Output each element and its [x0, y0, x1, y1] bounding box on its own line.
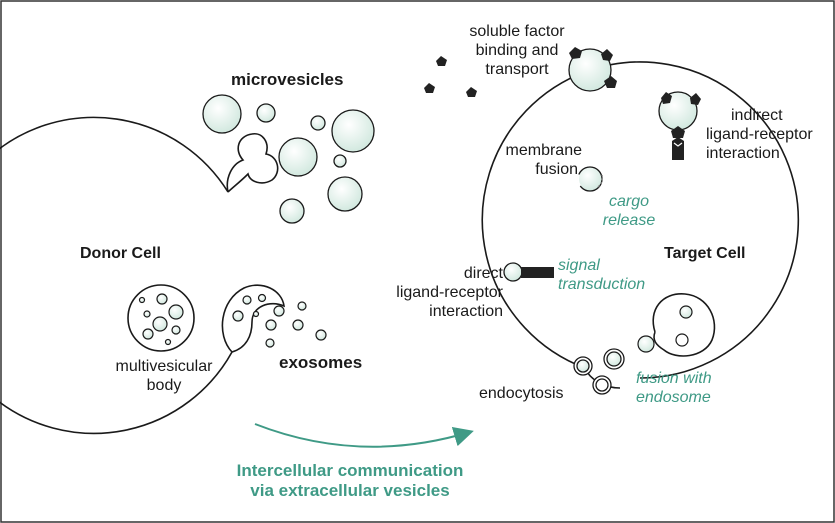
membrane-fusion-label: membrane fusion	[500, 141, 582, 179]
soluble-factors	[424, 56, 477, 97]
signal-transduction-line-2: transduction	[558, 276, 646, 293]
indirect-line-3: interaction	[706, 145, 780, 162]
soluble-factor-label: soluble factor binding and transport	[447, 22, 587, 79]
caption: Intercellular communication via extracel…	[200, 461, 500, 501]
soluble-factor-line-2: binding and	[475, 42, 559, 59]
donor-cell-label: Donor Cell	[80, 245, 161, 262]
donor-cell-membrane	[0, 116, 233, 435]
soluble-factor-vesicle	[568, 47, 617, 92]
exosomes-label: exosomes	[279, 353, 363, 372]
cargo-release-line-2: release	[602, 212, 656, 229]
direct-line-2: ligand-receptor	[396, 284, 503, 301]
endocytosis-vesicles	[573, 348, 625, 395]
direct-line-1: direct	[463, 265, 503, 282]
exosome-pocket	[221, 284, 285, 353]
communication-arrow	[254, 423, 474, 448]
membrane-fusion-vesicle	[577, 166, 603, 192]
soluble-factor-line-3: transport	[485, 61, 549, 78]
target-cell-label: Target Cell	[664, 245, 746, 262]
mvb-vesicles	[138, 293, 184, 346]
caption-line-2: via extracellular vesicles	[250, 481, 450, 500]
endocytosis-label: endocytosis	[479, 385, 564, 402]
membrane-fusion-line-1: membrane	[505, 142, 582, 159]
endosome-vesicles	[637, 305, 693, 353]
membrane-fusion-line-2: fusion	[535, 161, 578, 178]
endosome	[652, 293, 716, 357]
indirect-receptor	[658, 91, 701, 160]
cargo-release-label: cargo release	[594, 192, 664, 230]
indirect-line-1: indirect	[731, 107, 783, 124]
multivesicular-line-1: multivesicular	[115, 358, 213, 375]
target-cell-membrane	[481, 61, 800, 379]
caption-line-1: Intercellular communication	[236, 461, 464, 480]
exosome-vesicles	[232, 293, 327, 348]
microvesicles	[202, 94, 375, 224]
signal-transduction-label: signal transduction	[558, 256, 645, 294]
indirect-label: indirect ligand-receptor interaction	[706, 106, 813, 163]
budding-membrane	[226, 132, 279, 193]
fusion-endosome-line-1: fusion with	[636, 370, 712, 387]
indirect-line-2: ligand-receptor	[706, 126, 813, 143]
microvesicles-label: microvesicles	[231, 70, 344, 89]
direct-receptor	[503, 262, 554, 282]
fusion-endosome-line-2: endosome	[636, 389, 711, 406]
signal-transduction-line-1: signal	[558, 257, 600, 274]
soluble-factor-line-1: soluble factor	[469, 23, 565, 40]
cargo-release-line-1: cargo	[608, 193, 650, 210]
direct-label: direct ligand-receptor interaction	[383, 264, 503, 321]
direct-line-3: interaction	[429, 303, 503, 320]
multivesicular-body-label: multivesicular body	[104, 357, 224, 395]
fusion-endosome-label: fusion with endosome	[636, 369, 712, 407]
multivesicular-line-2: body	[146, 377, 182, 394]
